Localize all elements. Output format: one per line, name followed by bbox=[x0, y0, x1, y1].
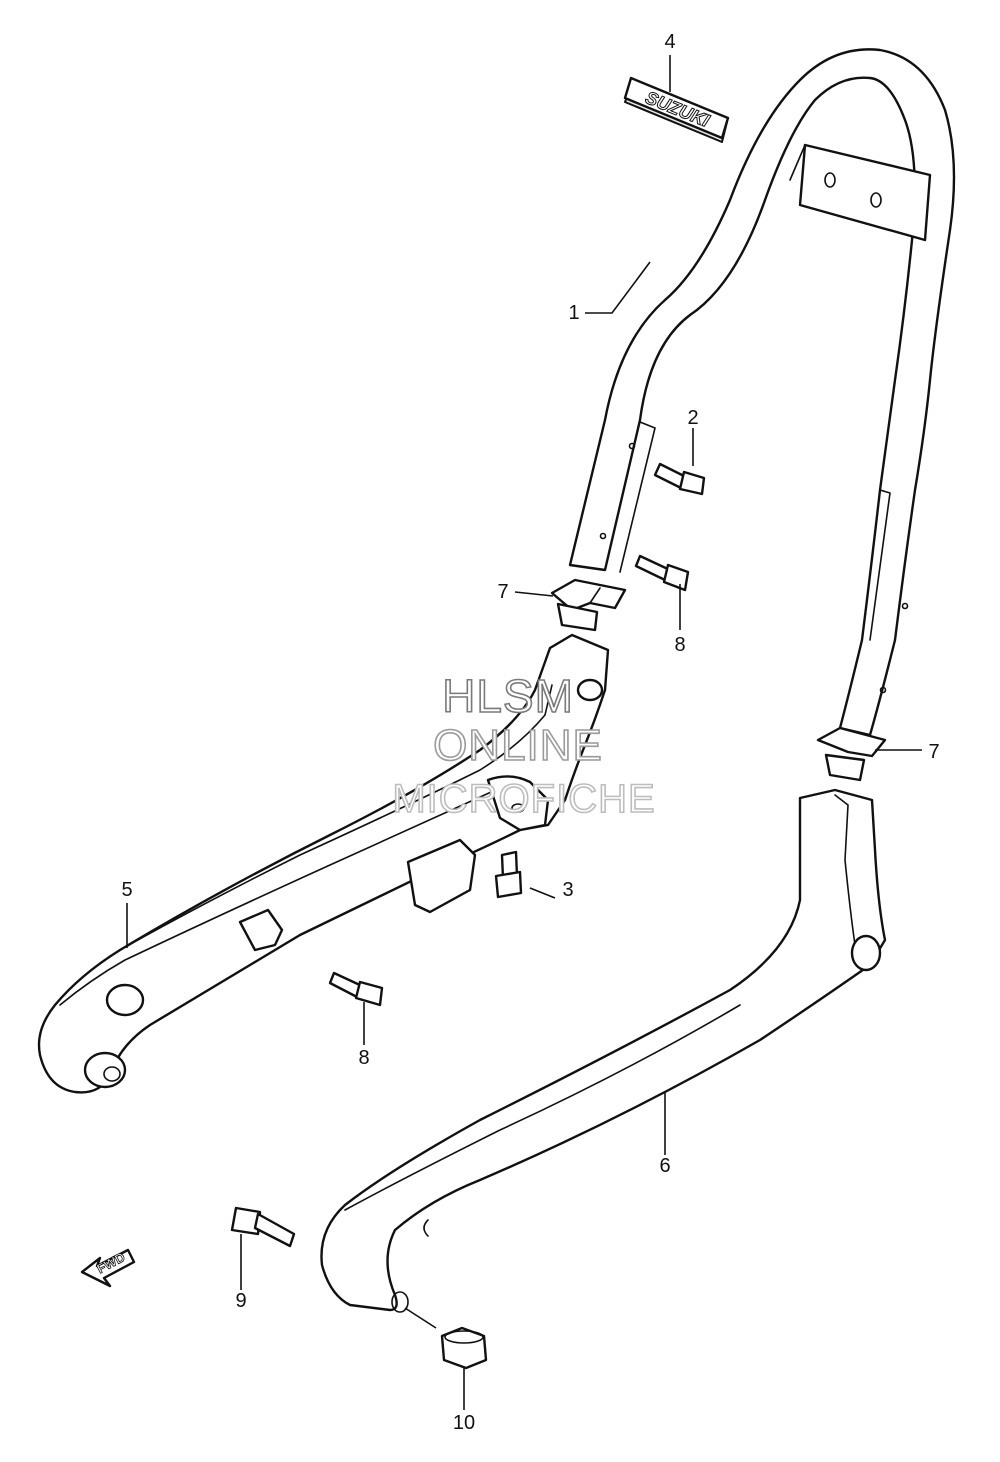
watermark-line-3: MICROFICHE bbox=[392, 777, 655, 821]
right-backrest-holder[interactable] bbox=[320, 788, 887, 1313]
bolt-3[interactable] bbox=[494, 850, 523, 899]
watermark-line-2: ONLINE bbox=[433, 721, 603, 770]
bolt-8-lower[interactable] bbox=[328, 971, 384, 1007]
callouts: 4 1 2 7 8 7 3 5 8 6 9 10 bbox=[121, 31, 939, 1434]
callout-8-upper: 8 bbox=[674, 634, 685, 656]
callout-7-right: 7 bbox=[928, 741, 939, 763]
suzuki-emblem[interactable]: SUZUKI bbox=[623, 76, 730, 143]
watermark: HLSM ONLINE MICROFICHE bbox=[392, 669, 656, 822]
callout-5: 5 bbox=[121, 879, 132, 901]
callout-4: 4 bbox=[664, 31, 675, 53]
backrest-bar[interactable] bbox=[568, 48, 956, 737]
callout-6: 6 bbox=[659, 1155, 670, 1177]
bolt-2[interactable] bbox=[653, 462, 706, 496]
callout-3: 3 bbox=[562, 879, 573, 901]
bolt-9[interactable] bbox=[230, 1206, 296, 1248]
callout-8-lower: 8 bbox=[358, 1047, 369, 1069]
cushion-right[interactable] bbox=[816, 726, 887, 782]
callout-9: 9 bbox=[235, 1290, 246, 1312]
bolt-8-upper[interactable] bbox=[634, 554, 690, 592]
callout-1: 1 bbox=[568, 302, 579, 324]
callout-2: 2 bbox=[687, 407, 698, 429]
leader-lines bbox=[126, 55, 922, 1410]
callout-7-left: 7 bbox=[497, 581, 508, 603]
nut-10[interactable] bbox=[440, 1326, 488, 1370]
left-backrest-holder[interactable] bbox=[37, 633, 610, 1094]
callout-10: 10 bbox=[453, 1412, 475, 1434]
forward-direction-arrow: FWD bbox=[80, 1248, 136, 1288]
cushion-left[interactable] bbox=[550, 578, 627, 632]
watermark-line-1: HLSM bbox=[442, 670, 574, 722]
